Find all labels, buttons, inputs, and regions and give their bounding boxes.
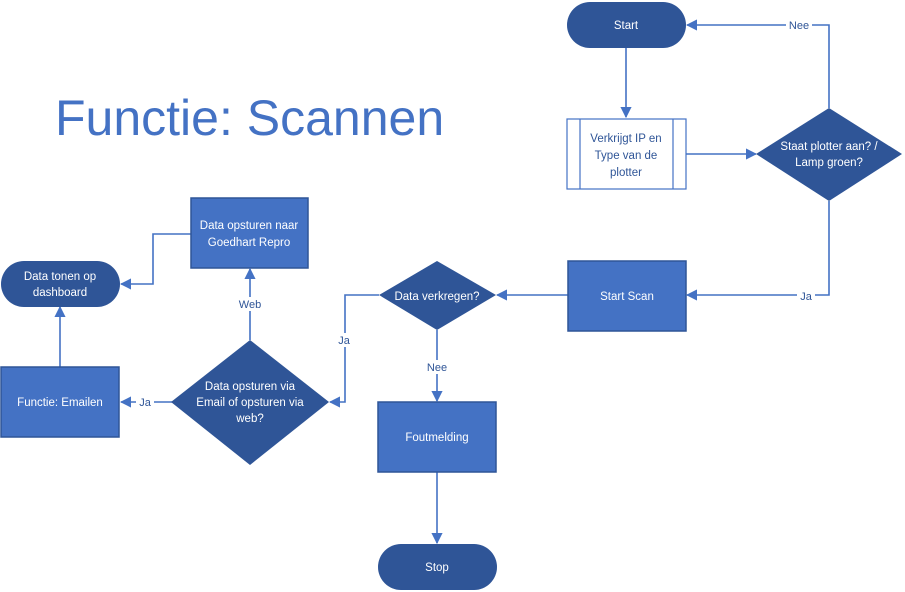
svg-text:Lamp groen?: Lamp groen? [795,157,863,169]
svg-text:Start: Start [614,20,639,32]
svg-text:Type van de: Type van de [595,150,658,162]
node-start: Start [567,2,686,48]
edge-label-nee-plotter: Nee [786,18,812,32]
svg-text:Functie: Emailen: Functie: Emailen [17,397,103,409]
svg-text:web?: web? [235,413,264,425]
node-data-opsturen-naar: Data opsturen naar Goedhart Repro [190,197,309,269]
svg-text:Nee: Nee [427,362,447,374]
edge-naar-to-dashboard [119,233,191,290]
edge-label-ja-plotter: Ja [797,289,815,303]
svg-text:Ja: Ja [800,291,813,303]
node-data-verkregen-decision: Data verkregen? [379,261,496,330]
svg-text:Ja: Ja [139,397,152,409]
node-start-scan: Start Scan [567,260,687,332]
svg-text:Goedhart Repro: Goedhart Repro [208,237,290,249]
svg-text:Data tonen op: Data tonen op [24,271,96,283]
svg-text:plotter: plotter [610,167,642,179]
svg-text:Data opsturen via: Data opsturen via [205,381,296,393]
edge-label-ja-data: Ja [335,333,353,347]
svg-text:Start Scan: Start Scan [600,291,654,303]
node-data-tonen-dashboard: Data tonen op dashboard [1,261,120,307]
svg-text:Staat plotter aan? /: Staat plotter aan? / [780,141,878,153]
edge-staat-ja-to-startscan [685,201,830,301]
svg-text:Stop: Stop [425,562,449,574]
edge-label-nee-data: Nee [424,360,450,374]
diagram-title: Functie: Scannen [55,90,444,146]
svg-text:Ja: Ja [338,335,351,347]
svg-text:Data opsturen naar: Data opsturen naar [200,220,299,232]
node-functie-emailen: Functie: Emailen [0,366,120,438]
svg-text:Email of opsturen via: Email of opsturen via [196,397,304,409]
edge-dataverkregen-ja-to-opsturen [328,294,379,408]
svg-text:Verkrijgt IP en: Verkrijgt IP en [590,133,661,145]
edge-label-ja-email: Ja [136,395,154,409]
edge-staat-nee-to-start [685,19,830,108]
node-staat-plotter-decision: Staat plotter aan? / Lamp groen? [756,108,902,201]
svg-text:Web: Web [239,299,261,311]
node-data-opsturen-via-decision: Data opsturen via Email of opsturen via … [171,340,329,465]
node-stop: Stop [378,544,497,590]
node-verkrijgt-ip: Verkrijgt IP en Type van de plotter [566,118,687,190]
svg-text:Foutmelding: Foutmelding [405,432,468,444]
edge-label-web: Web [235,297,265,311]
svg-text:Nee: Nee [789,20,809,32]
svg-text:Data verkregen?: Data verkregen? [394,291,479,303]
svg-text:dashboard: dashboard [33,287,87,299]
node-foutmelding: Foutmelding [377,401,497,473]
